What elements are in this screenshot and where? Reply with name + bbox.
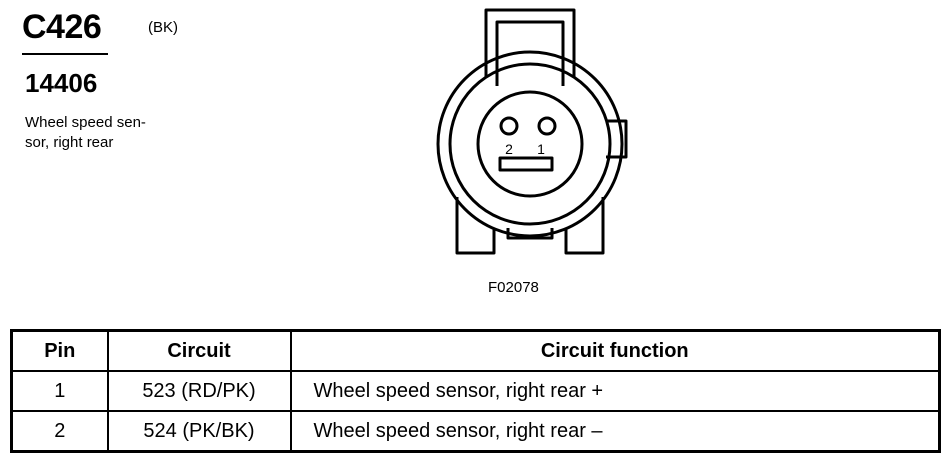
- connector-outer-shell: [436, 50, 624, 238]
- pin-1: [537, 116, 557, 136]
- circuit-cell: 524 (PK/BK): [106, 410, 292, 453]
- function-cell: Wheel speed sensor, right rear +: [289, 370, 941, 412]
- figure-id: F02078: [488, 279, 539, 296]
- header-pin: Pin: [10, 329, 109, 372]
- pin-2: [499, 116, 519, 136]
- connector-foot-left: [455, 197, 496, 255]
- connector-bottom-notch: [506, 228, 554, 240]
- table-row: 1 523 (RD/PK) Wheel speed sensor, right …: [10, 370, 941, 412]
- connector-color: (BK): [148, 19, 178, 36]
- connector-id: C426: [22, 8, 102, 46]
- circuit-cell: 523 (RD/PK): [106, 370, 292, 412]
- pin-label-2: 2: [505, 141, 513, 157]
- connector-face-diagram: 2 1: [436, 8, 628, 255]
- connector-description: Wheel speed sen- sor, right rear: [25, 114, 146, 151]
- header-circuit-function: Circuit function: [289, 329, 941, 372]
- pin-cell: 1: [10, 370, 109, 412]
- function-cell: Wheel speed sensor, right rear –: [289, 410, 941, 453]
- pin-cavity: [476, 90, 584, 198]
- connector-foot-right: [564, 197, 605, 255]
- connector-id-underline: [22, 53, 108, 55]
- connector-side-key: [606, 119, 628, 159]
- header-circuit: Circuit: [106, 329, 292, 372]
- pin-key-slot: [498, 156, 554, 172]
- pinout-table: Pin Circuit Circuit function 1 523 (RD/P…: [10, 329, 941, 453]
- table-row: 2 524 (PK/BK) Wheel speed sensor, right …: [10, 410, 941, 453]
- pin-cell: 2: [10, 410, 109, 453]
- connector-latch-tab: [484, 8, 576, 78]
- table-header-row: Pin Circuit Circuit function: [10, 329, 941, 372]
- pin-label-1: 1: [537, 141, 545, 157]
- part-number: 14406: [25, 68, 98, 98]
